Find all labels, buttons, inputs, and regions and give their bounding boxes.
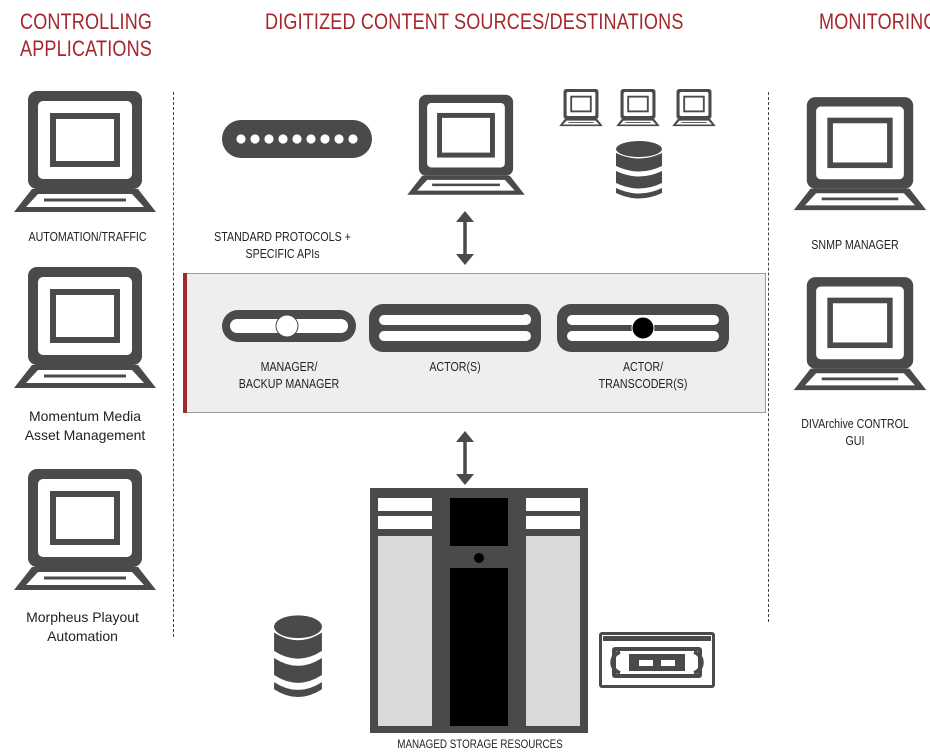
control-gui-label: DIVArchive CONTROL GUI (780, 415, 930, 449)
workstation-laptop-icon (404, 92, 528, 200)
label-line: Automation (47, 628, 118, 644)
snmp-manager-laptop-icon (790, 92, 930, 218)
label-line: Morpheus Playout (26, 609, 139, 625)
header-line: CONTROLLING (20, 9, 153, 34)
manager-server-icon (222, 310, 356, 342)
label-line: DIVArchive CONTROL (801, 416, 909, 431)
header-line: APPLICATIONS (20, 36, 152, 61)
label-line: MANAGER/ (260, 359, 318, 374)
header-monitoring: MONITORING (819, 9, 930, 34)
label-line: TRANSCODER(S) (598, 376, 688, 391)
label-line: STANDARD PROTOCOLS + (214, 229, 351, 244)
label-line: AUTOMATION/TRAFFIC (28, 229, 147, 244)
actor-server-icon (369, 304, 541, 352)
videotape-icon (599, 632, 715, 688)
bidirectional-arrow-icon (455, 210, 475, 266)
label-line: Asset Management (24, 427, 146, 443)
morpheus-playout-laptop-icon (10, 466, 160, 596)
morpheus-playout-label: Morpheus Playout Automation (0, 608, 165, 646)
label-line: Momentum Media (28, 408, 142, 424)
left-divider (173, 92, 174, 637)
label-line: ACTOR(S) (429, 359, 481, 374)
automation-traffic-laptop-icon (10, 88, 160, 218)
label-line: SPECIFIC APIs (245, 246, 320, 261)
control-gui-laptop-icon (790, 272, 930, 398)
header-digitized-content: DIGITIZED CONTENT SOURCES/DESTINATIONS (265, 9, 684, 34)
snmp-manager-label: SNMP MANAGER (780, 236, 930, 253)
actors-label: ACTOR(S) (370, 358, 540, 375)
database-icon (272, 614, 324, 702)
label-line: SNMP MANAGER (811, 237, 899, 252)
label-line: GUI (845, 433, 865, 448)
right-divider (768, 92, 769, 622)
database-icon (614, 140, 664, 202)
tape-library-icon (370, 488, 588, 733)
protocols-label: STANDARD PROTOCOLS + SPECIFIC APIs (190, 228, 375, 262)
transcoder-server-icon (557, 304, 729, 352)
small-laptop-icon (615, 88, 661, 128)
small-laptop-icon (558, 88, 604, 128)
automation-traffic-label: AUTOMATION/TRAFFIC (0, 228, 175, 245)
panel-accent-bar (183, 273, 187, 413)
label-line: BACKUP MANAGER (238, 376, 340, 391)
storage-label: MANAGED STORAGE RESOURCES (360, 737, 600, 752)
bidirectional-arrow-icon (455, 430, 475, 486)
header-controlling-applications: CONTROLLING APPLICATIONS (20, 8, 152, 62)
transcoder-label: ACTOR/ TRANSCODER(S) (547, 358, 739, 392)
momentum-mam-label: Momentum Media Asset Management (0, 407, 170, 445)
label-line: ACTOR/ (622, 359, 664, 374)
momentum-mam-laptop-icon (10, 264, 160, 394)
manager-label: MANAGER/ BACKUP MANAGER (196, 358, 382, 392)
label-line: MANAGED STORAGE RESOURCES (397, 737, 563, 751)
small-laptop-icon (671, 88, 717, 128)
network-switch-icon (222, 120, 372, 158)
